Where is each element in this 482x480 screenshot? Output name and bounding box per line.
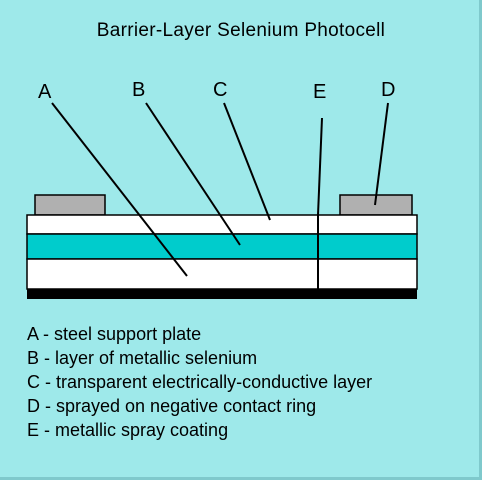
base-strip — [27, 289, 417, 299]
legend: A - steel support plate B - layer of met… — [27, 322, 467, 442]
callout-line-b — [145, 102, 241, 246]
steel-support-plate — [26, 258, 418, 290]
callout-label-a: A — [38, 81, 52, 103]
legend-item-d: D - sprayed on negative contact ring — [27, 396, 317, 416]
legend-item-b: B - layer of metallic selenium — [27, 348, 258, 368]
callout-line-d — [374, 102, 389, 206]
callout-line-a — [51, 102, 188, 277]
legend-item-a: A - steel support plate — [27, 324, 202, 344]
selenium-layer — [26, 233, 418, 260]
callout-label-c: C — [213, 79, 227, 101]
callout-line-c — [223, 102, 271, 221]
legend-item-e: E - metallic spray coating — [27, 420, 229, 440]
callout-label-d: D — [381, 79, 395, 101]
diagram-title: Barrier-Layer Selenium Photocell — [96, 20, 386, 41]
negative-contact-left — [34, 194, 106, 216]
legend-item-c: C - transparent electrically-conductive … — [27, 372, 373, 392]
callout-line-e — [317, 117, 323, 216]
callout-label-b: B — [132, 79, 145, 101]
callout-label-e: E — [313, 81, 326, 103]
